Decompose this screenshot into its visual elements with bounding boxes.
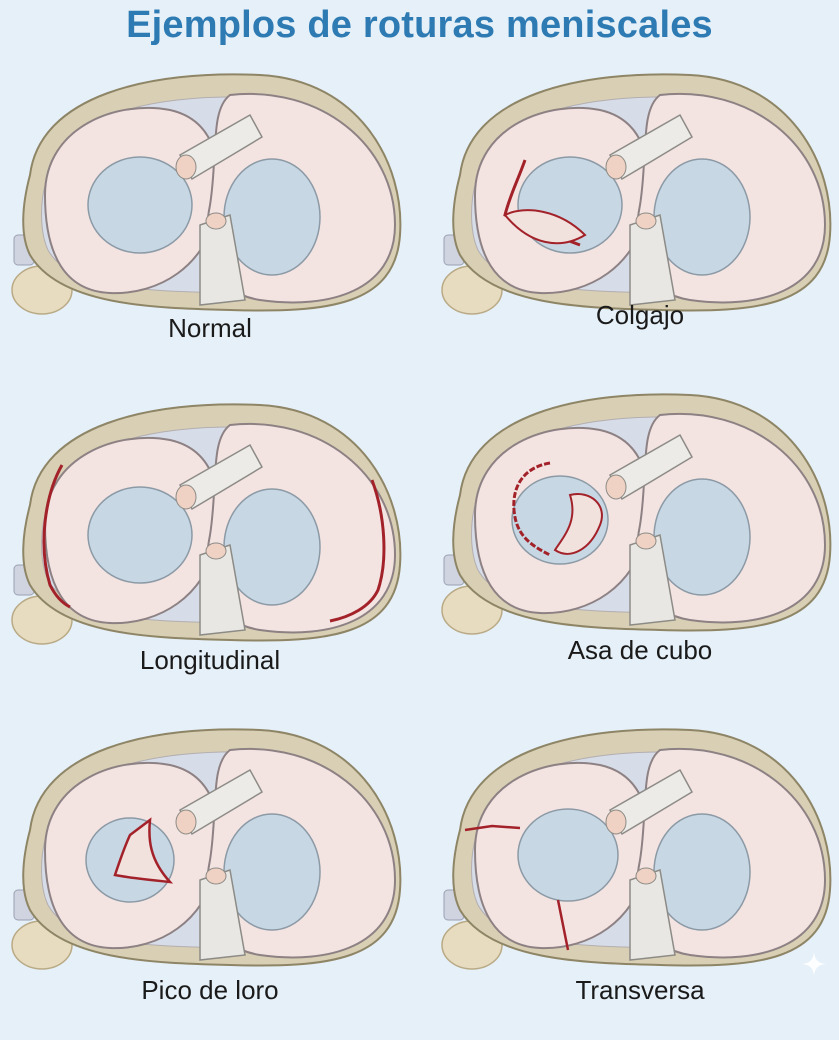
parrot-beak-tear-icon [11, 728, 402, 970]
panel-label: Normal [168, 313, 252, 343]
panel-radial: Transversa [430, 710, 839, 1040]
panel-parrot-beak: Pico de loro [0, 710, 420, 1040]
panel-label: Pico de loro [141, 975, 279, 1005]
displaced-handle [553, 493, 603, 555]
tear-line-lateral [329, 479, 386, 623]
normal-meniscus-icon [11, 73, 402, 315]
cruciate-ligaments [175, 113, 264, 306]
panel-normal: Normal [0, 55, 420, 385]
bucket-handle-tear-icon [441, 393, 832, 635]
panel-label: Asa de cubo [567, 635, 713, 665]
page-title: Ejemplos de roturas meniscales [126, 4, 713, 46]
flap-fragment [503, 209, 587, 245]
tear-line [512, 461, 551, 557]
sparkle-icon [802, 952, 826, 976]
panel-bucket-handle: Asa de cubo [430, 375, 839, 705]
tear-line-medial [42, 464, 71, 609]
lateral-meniscus [206, 92, 397, 304]
panel-longitudinal: Longitudinal [0, 385, 420, 715]
panel-label: Colgajo [595, 300, 685, 330]
radial-tear-icon [441, 728, 832, 970]
panel-label: Transversa [575, 975, 705, 1005]
tear-line-radial-1 [464, 824, 521, 832]
panel-label: Longitudinal [139, 645, 281, 675]
flap-tear-icon [441, 73, 832, 315]
beak-fragment [113, 817, 174, 884]
tear-line-radial-2 [556, 899, 570, 951]
longitudinal-tear-icon [11, 403, 402, 645]
panel-flap: Colgajo [430, 55, 839, 385]
